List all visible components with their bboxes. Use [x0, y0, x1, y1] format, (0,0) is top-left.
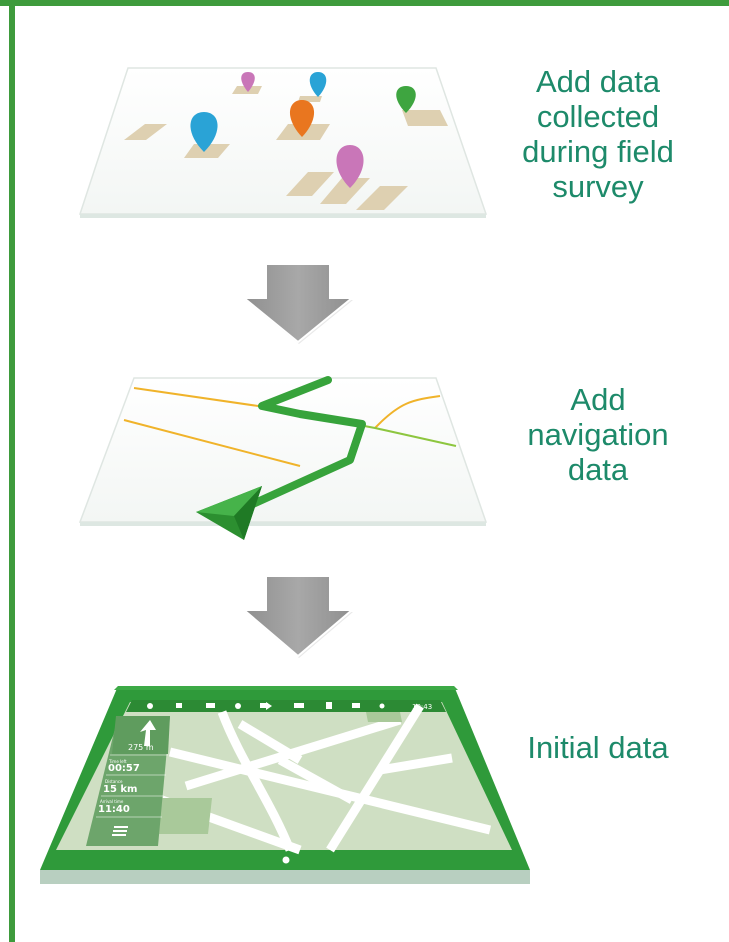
- nav-time-value: 00:57: [108, 763, 140, 774]
- step-1-line-4: survey: [552, 169, 644, 204]
- nav-arrival-label: Arrival time: [100, 799, 124, 804]
- status-bar: [126, 700, 446, 712]
- step-2-line-1: Add: [570, 382, 626, 417]
- land-parcels: [124, 86, 448, 210]
- map-pin-icon: [241, 72, 255, 92]
- step-1-line-2: collected: [536, 99, 660, 134]
- step-3-label: Initial data: [498, 730, 698, 765]
- step-2-label: Add navigation data: [498, 382, 698, 487]
- nav-time-label: Time left: [108, 759, 127, 764]
- map-pin-icon: [190, 112, 218, 152]
- step-3-line-1: Initial data: [527, 730, 669, 765]
- turn-arrow-icon: [140, 720, 156, 746]
- navigation-data-layer: [78, 376, 488, 540]
- map-pin-icon: [396, 86, 416, 113]
- step-1-label: Add data collected during field survey: [498, 64, 698, 204]
- step-2-line-2: navigation: [527, 417, 669, 452]
- down-arrow-icon: [241, 575, 355, 658]
- down-arrow-icon: [241, 263, 355, 344]
- nav-dist-label: Distance: [105, 779, 123, 784]
- nav-dist-value: 15 km: [103, 784, 137, 795]
- nav-distance: 275 m: [128, 743, 154, 752]
- map-pin-icon: [309, 72, 327, 97]
- survey-data-layer: [78, 67, 488, 218]
- status-icons: [147, 702, 385, 710]
- step-1-line-1: Add data: [535, 64, 661, 99]
- nav-arrival-value: 11:40: [98, 804, 130, 815]
- status-time: 10:43: [412, 703, 432, 711]
- step-1-line-3: during field: [522, 134, 674, 169]
- map-pin-icon: [336, 145, 364, 188]
- map-pin-icon: [289, 100, 315, 137]
- home-button: [282, 856, 290, 864]
- navigation-arrow-icon: [196, 486, 262, 540]
- frame-top-border: [0, 0, 729, 6]
- step-2-line-3: data: [567, 452, 629, 487]
- frame-left-border: [9, 0, 15, 942]
- map-roads: [160, 703, 492, 855]
- tablet-device: 10:43 275 m Time left 00:57 Distance 15 …: [40, 686, 530, 884]
- menu-icon: [112, 826, 128, 836]
